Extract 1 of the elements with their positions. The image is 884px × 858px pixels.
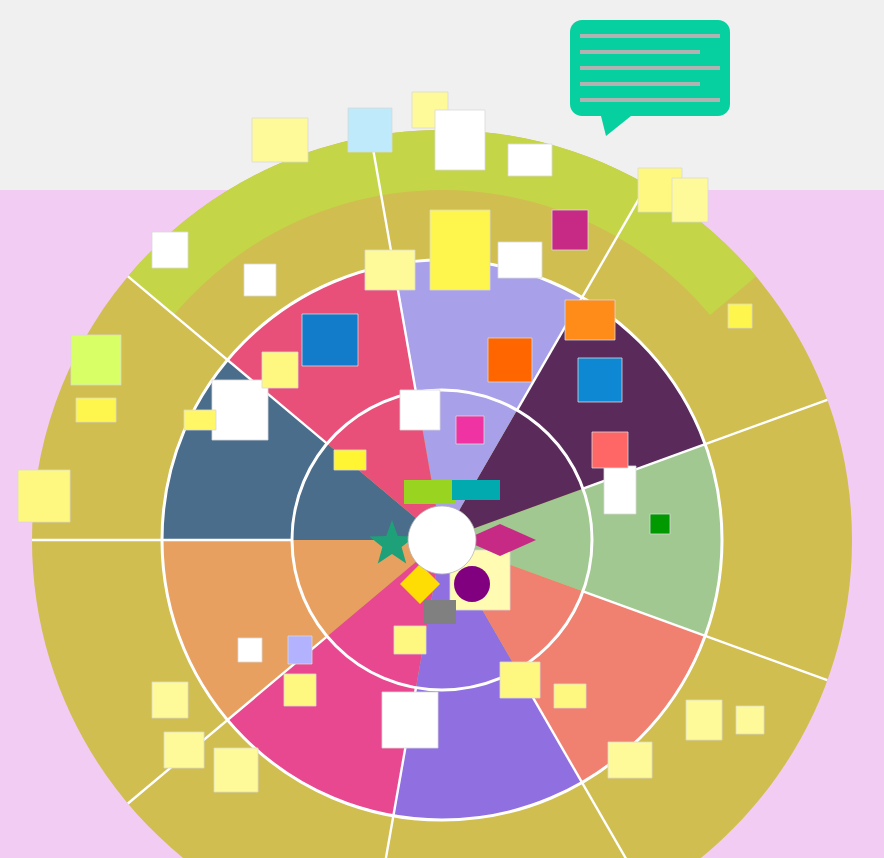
center-circle [407, 505, 477, 575]
